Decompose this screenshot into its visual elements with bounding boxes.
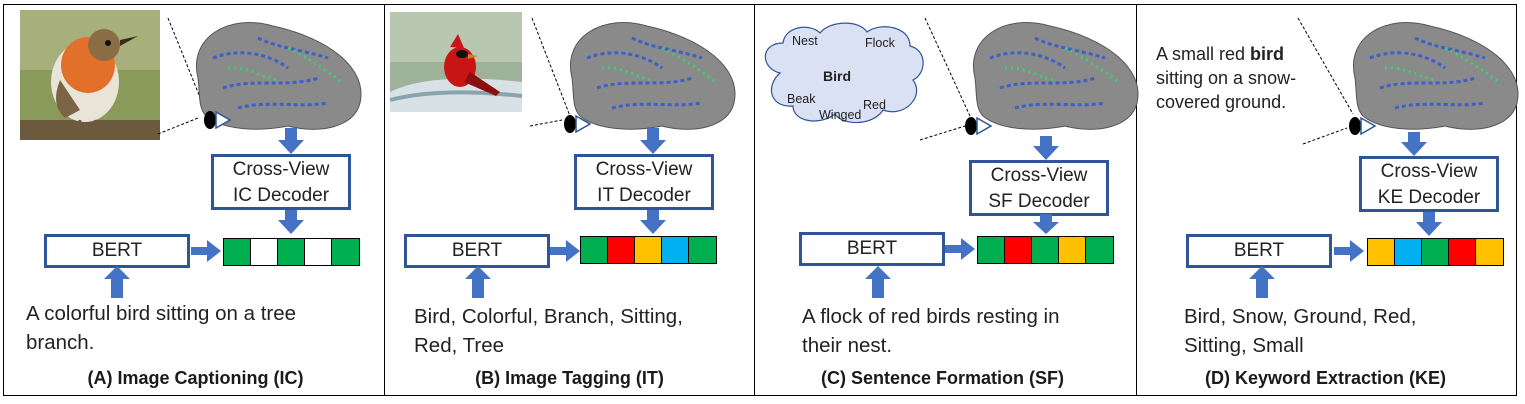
- robin-photo: [20, 10, 160, 140]
- token-cell-orange: [1476, 239, 1503, 265]
- token-cell-blue: [662, 237, 689, 263]
- token-cell-orange: [1368, 239, 1395, 265]
- panel-title: (B) Image Tagging (IT): [475, 368, 664, 388]
- right-arrow-icon: [945, 238, 975, 260]
- figure-frame: [3, 4, 1517, 396]
- token-cell-green: [1422, 239, 1449, 265]
- bert-box: BERT: [44, 234, 190, 268]
- brain-view: [1297, 17, 1519, 145]
- token-strip: [580, 236, 717, 264]
- word-cloud: [764, 22, 924, 124]
- token-cell-green: [1032, 237, 1059, 263]
- sentence-before: A small red: [1156, 44, 1251, 64]
- input-text: A flock of red birds resting in their ne…: [802, 305, 1060, 357]
- token-strip: [977, 236, 1114, 264]
- decoder-line1: Cross-View: [595, 159, 693, 180]
- token-cell-red: [1005, 237, 1032, 263]
- token-cell-white: [305, 239, 332, 265]
- token-cell-red: [1449, 239, 1476, 265]
- bert-box: BERT: [404, 234, 550, 268]
- decoder-line2: SF Decoder: [988, 191, 1090, 212]
- token-cell-green: [1086, 237, 1113, 263]
- stimulus-sentence: A small red bird sitting on a snow-cover…: [1156, 42, 1326, 114]
- down-arrow-icon: [1416, 212, 1442, 236]
- token-cell-green: [332, 239, 359, 265]
- up-arrow-icon: [104, 266, 130, 298]
- token-strip: [1367, 238, 1504, 266]
- cloud-center-word: Bird: [823, 68, 851, 84]
- cloud-word: Beak: [787, 92, 816, 106]
- brain-view: [919, 17, 1139, 141]
- down-arrow-icon: [278, 210, 304, 234]
- down-arrow-icon: [1033, 136, 1059, 160]
- cardinal-photo: [389, 12, 523, 112]
- token-strip: [223, 238, 360, 266]
- panel-title: (D) Keyword Extraction (KE): [1204, 368, 1447, 388]
- input-text: Bird, Colorful, Branch, Sitting, Red, Tr…: [414, 305, 683, 357]
- cross-view-decoder: Cross-View KE Decoder: [1359, 156, 1499, 212]
- sentence-after: sitting on a snow-covered ground.: [1156, 68, 1297, 112]
- brain-view: [529, 17, 736, 134]
- down-arrow-icon: [640, 210, 666, 234]
- token-cell-red: [608, 237, 635, 263]
- token-cell-orange: [1059, 237, 1086, 263]
- decoder-line2: KE Decoder: [1377, 187, 1481, 208]
- token-cell-green: [689, 237, 716, 263]
- cross-view-decoder: Cross-View IT Decoder: [574, 154, 714, 210]
- bert-box: BERT: [799, 232, 945, 266]
- down-arrow-icon: [1033, 214, 1059, 234]
- bert-box: BERT: [1186, 234, 1332, 268]
- down-arrow-icon: [1401, 132, 1427, 156]
- up-arrow-icon: [1249, 266, 1275, 298]
- decoder-line2: IC Decoder: [232, 185, 330, 206]
- right-arrow-icon: [550, 240, 580, 262]
- panel-keyword-extraction: A small red bird sitting on a snow-cover…: [1138, 4, 1519, 396]
- up-arrow-icon: [465, 266, 491, 298]
- token-cell-blue: [1395, 239, 1422, 265]
- decoder-line1: Cross-View: [232, 159, 330, 180]
- panel-title: (C) Sentence Formation (SF): [820, 368, 1064, 388]
- panel-sentence-formation: Nest Flock Bird Beak Red Winged Cross-Vi…: [755, 4, 1139, 396]
- decoder-line1: Cross-View: [1380, 161, 1478, 182]
- right-arrow-icon: [1334, 240, 1364, 262]
- cloud-word: Red: [863, 98, 886, 112]
- up-arrow-icon: [865, 266, 891, 298]
- down-arrow-icon: [278, 128, 304, 154]
- cloud-word: Winged: [819, 108, 862, 122]
- token-cell-green: [224, 239, 251, 265]
- input-text: Bird, Snow, Ground, Red, Sitting, Small: [1184, 305, 1417, 357]
- input-text: A colorful bird sitting on a tree branch…: [26, 302, 297, 354]
- cloud-word: Flock: [865, 36, 895, 50]
- sentence-bold-word: bird: [1250, 44, 1285, 64]
- decoder-line2: IT Decoder: [597, 185, 691, 206]
- cross-view-decoder: Cross-View IC Decoder: [211, 154, 351, 210]
- panel-image-tagging: Cross-View IT Decoder BERT Bird, Colorful…: [382, 4, 757, 396]
- brain-view: [157, 17, 362, 135]
- panel-divider: [754, 4, 755, 396]
- cross-view-decoder: Cross-View SF Decoder: [969, 160, 1109, 216]
- panel-divider: [384, 4, 385, 396]
- panel-divider: [1136, 4, 1137, 396]
- token-cell-white: [251, 239, 278, 265]
- token-cell-green: [581, 237, 608, 263]
- cloud-word: Nest: [792, 34, 818, 48]
- down-arrow-icon: [640, 128, 666, 154]
- panel-image-captioning: Cross-View IC Decoder BERT A colorful bir…: [8, 4, 383, 396]
- token-cell-green: [978, 237, 1005, 263]
- decoder-line1: Cross-View: [990, 165, 1088, 186]
- token-cell-orange: [635, 237, 662, 263]
- token-cell-green: [278, 239, 305, 265]
- right-arrow-icon: [191, 240, 221, 262]
- panel-title: (A) Image Captioning (IC): [87, 368, 304, 388]
